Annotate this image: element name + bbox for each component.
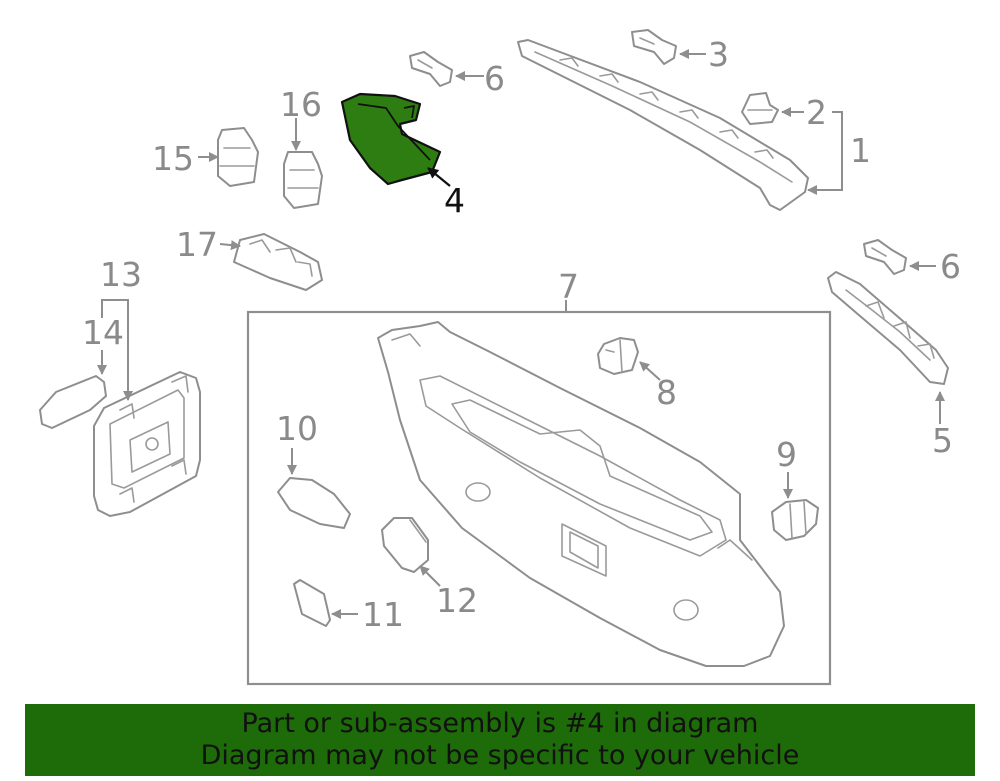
part-11-pad (293, 579, 331, 627)
banner-line-2: Diagram may not be specific to your vehi… (200, 740, 800, 771)
part-3-clip (631, 29, 677, 65)
part-4-highlighted (340, 92, 442, 186)
part-9-clip (771, 499, 819, 541)
label-14: 14 (82, 313, 124, 352)
part-7-trim-panel (377, 321, 785, 667)
label-9: 9 (776, 435, 797, 474)
part-12-cap (381, 517, 429, 573)
label-10: 10 (276, 409, 318, 448)
label-15: 15 (152, 139, 194, 178)
label-12: 12 (436, 581, 478, 620)
label-2: 2 (806, 93, 827, 132)
part-5-side-trim (827, 271, 949, 385)
part-6-clip-top (409, 51, 453, 87)
part-16-connector (283, 151, 323, 209)
label-4: 4 (444, 181, 465, 220)
label-6-right: 6 (940, 247, 961, 286)
label-5: 5 (932, 421, 953, 460)
banner-line-1: Part or sub-assembly is #4 in diagram (241, 708, 759, 739)
part-8-clip (597, 337, 639, 375)
part-10-handle (277, 477, 351, 529)
label-16: 16 (280, 85, 322, 124)
label-6-top: 6 (484, 59, 505, 98)
label-13: 13 (100, 255, 142, 294)
part-2-clip (741, 92, 779, 125)
part-17-bracket (233, 233, 323, 291)
part-15-connector (217, 127, 259, 187)
fitment-banner: Part or sub-assembly is #4 in diagram Di… (25, 704, 975, 776)
part-1-garnish (517, 39, 809, 211)
label-8: 8 (656, 373, 677, 412)
label-11: 11 (362, 595, 404, 634)
label-3: 3 (708, 35, 729, 74)
label-17: 17 (176, 225, 218, 264)
part-14-lid (39, 375, 107, 429)
part-6-clip-right (863, 239, 907, 275)
label-7: 7 (558, 267, 579, 306)
part-13-cover (93, 371, 201, 517)
part-7-box (246, 310, 832, 686)
diagram-svg: 1 2 3 6 4 16 15 17 (39, 29, 961, 686)
label-1: 1 (850, 131, 871, 170)
